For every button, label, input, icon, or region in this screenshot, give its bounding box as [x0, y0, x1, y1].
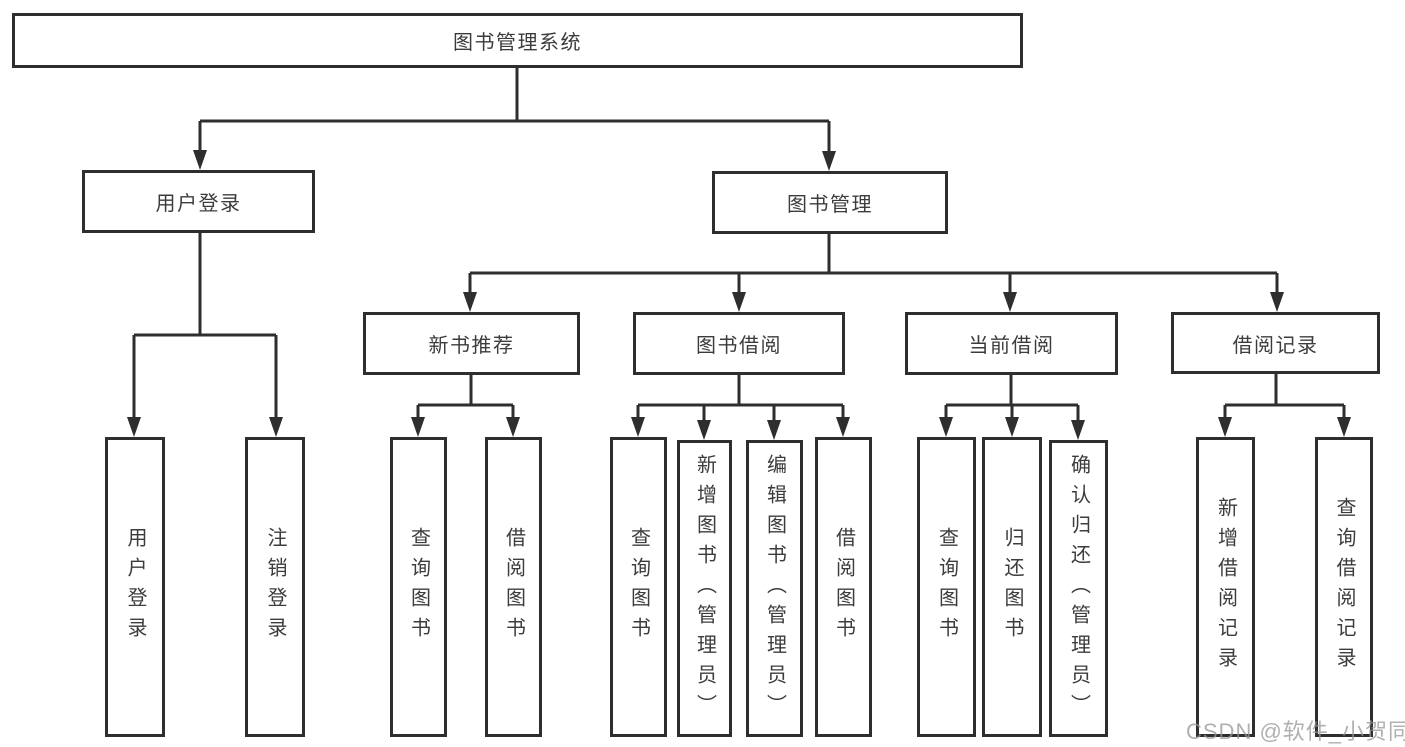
- node-user-login-label: 用户登录: [155, 193, 242, 215]
- node-user-login: 用户登录: [82, 170, 315, 233]
- leaf-query-borrow-record-label: 查询借阅记录: [1333, 497, 1355, 677]
- leaf-confirm-return-admin: 确认归还（管理员）: [1049, 440, 1108, 737]
- node-root-label: 图书管理系统: [453, 32, 582, 54]
- leaf-return-books-label: 归还图书: [1001, 527, 1023, 647]
- leaf-borrow-books-2: 借阅图书: [815, 437, 872, 737]
- leaf-return-books: 归还图书: [982, 437, 1042, 737]
- leaf-query-books-3-label: 查询图书: [935, 527, 958, 647]
- node-book-management: 图书管理: [712, 171, 948, 234]
- leaf-borrow-books-1-label: 借阅图书: [502, 527, 525, 647]
- leaf-add-books-admin: 新增图书（管理员）: [677, 440, 732, 737]
- leaf-borrow-books-1: 借阅图书: [485, 437, 542, 737]
- leaf-edit-books-admin: 编辑图书（管理员）: [746, 440, 803, 737]
- node-book-borrow: 图书借阅: [633, 312, 845, 375]
- leaf-borrow-books-2-label: 借阅图书: [832, 527, 855, 647]
- leaf-add-books-admin-label: 新增图书（管理员）: [693, 453, 716, 724]
- leaf-user-login: 用户登录: [105, 437, 165, 737]
- leaf-query-books-1: 查询图书: [390, 437, 447, 737]
- leaf-query-books-2-label: 查询图书: [627, 527, 650, 647]
- arrowheads: [127, 150, 1351, 440]
- node-current-borrow: 当前借阅: [905, 312, 1118, 375]
- node-book-borrow-label: 图书借阅: [696, 335, 782, 357]
- node-root: 图书管理系统: [12, 13, 1023, 68]
- node-new-book-recommend-label: 新书推荐: [428, 335, 515, 357]
- leaf-logout: 注销登录: [245, 437, 305, 737]
- node-current-borrow-label: 当前借阅: [968, 335, 1055, 357]
- leaf-add-borrow-record-label: 新增借阅记录: [1214, 497, 1237, 677]
- leaf-logout-label: 注销登录: [264, 527, 286, 647]
- leaf-query-borrow-record: 查询借阅记录: [1315, 437, 1373, 737]
- node-borrow-records: 借阅记录: [1171, 312, 1380, 374]
- leaf-query-books-3: 查询图书: [917, 437, 976, 737]
- leaf-edit-books-admin-label: 编辑图书（管理员）: [763, 453, 786, 724]
- csdn-watermark: CSDN @软件_小贺同学: [1186, 719, 1405, 744]
- leaf-query-books-1-label: 查询图书: [407, 527, 430, 647]
- node-book-management-label: 图书管理: [787, 194, 873, 216]
- leaf-user-login-label: 用户登录: [124, 527, 146, 647]
- node-borrow-records-label: 借阅记录: [1232, 334, 1319, 357]
- leaf-add-borrow-record: 新增借阅记录: [1196, 437, 1255, 737]
- leaf-confirm-return-admin-label: 确认归还（管理员）: [1067, 453, 1090, 724]
- leaf-query-books-2: 查询图书: [610, 437, 667, 737]
- node-new-book-recommend: 新书推荐: [363, 312, 580, 375]
